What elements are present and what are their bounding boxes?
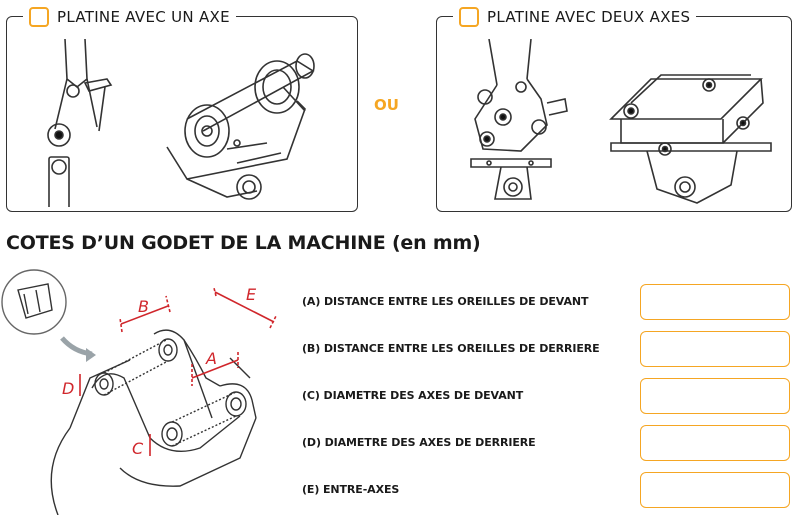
option-two-axes-panel: PLATINE AVEC DEUX AXES [436, 6, 792, 212]
two-axes-checkbox[interactable] [459, 7, 479, 27]
dimension-c-field-label: (C) DIAMETRE DES AXES DE DEVANT [302, 389, 524, 402]
single-axis-title: PLATINE AVEC UN AXE [57, 8, 230, 26]
dimension-a-line [191, 359, 239, 379]
dimension-b-line [120, 305, 169, 325]
dimension-d-label: D [62, 379, 74, 398]
dimension-c-label: C [132, 439, 144, 458]
dimension-e-field-label: (E) ENTRE-AXES [302, 483, 400, 496]
dimension-c-input[interactable] [640, 378, 790, 414]
option-two-axes-legend: PLATINE AVEC DEUX AXES [453, 6, 697, 28]
two-axes-plate-illustration [470, 39, 772, 204]
dimension-e-line [214, 291, 275, 323]
bucket-dimensions-diagram: B E A D C [1, 269, 277, 515]
two-axes-title: PLATINE AVEC DEUX AXES [487, 8, 691, 26]
dimension-row-a: (A) DISTANCE ENTRE LES OREILLES DE DEVAN… [302, 284, 792, 320]
dimension-b-input[interactable] [640, 331, 790, 367]
dimension-e-label: E [246, 285, 257, 304]
dimension-row-c: (C) DIAMETRE DES AXES DE DEVANT [302, 378, 792, 414]
dimension-a-label: A [205, 349, 217, 368]
bucket-inset-icon [17, 283, 53, 319]
dimension-a-input[interactable] [640, 284, 790, 320]
dimension-b-label: B [138, 297, 149, 316]
dimension-d-field-label: (D) DIAMETRE DES AXES DE DERRIERE [302, 436, 536, 449]
single-axis-plate-illustration [47, 39, 315, 207]
single-axis-checkbox[interactable] [29, 7, 49, 27]
or-separator: OU [374, 96, 399, 114]
dimension-d-input[interactable] [640, 425, 790, 461]
bucket-inset-circle [1, 269, 67, 335]
dimension-row-b: (B) DISTANCE ENTRE LES OREILLES DE DERRI… [302, 331, 792, 367]
dimension-row-d: (D) DIAMETRE DES AXES DE DERRIERE [302, 425, 792, 461]
bucket-dimensions-title: COTES D’UN GODET DE LA MACHINE (en mm) [6, 232, 481, 254]
dimension-b-field-label: (B) DISTANCE ENTRE LES OREILLES DE DERRI… [302, 342, 600, 355]
dimension-row-e: (E) ENTRE-AXES [302, 472, 792, 508]
option-single-axis-panel: PLATINE AVEC UN AXE [6, 6, 358, 212]
dimension-a-field-label: (A) DISTANCE ENTRE LES OREILLES DE DEVAN… [302, 295, 589, 308]
option-single-axis-legend: PLATINE AVEC UN AXE [23, 6, 236, 28]
dimension-e-input[interactable] [640, 472, 790, 508]
